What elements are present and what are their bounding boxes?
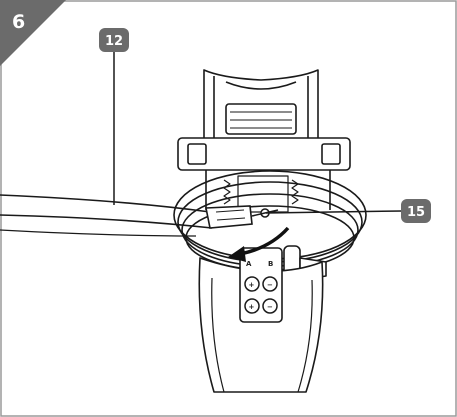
device	[173, 69, 367, 393]
callout-12: 12	[99, 28, 129, 205]
callout-15-badge	[401, 199, 431, 223]
rotation-arrow-shaft	[239, 226, 290, 256]
upper-tube-window	[225, 103, 297, 135]
upper-tube-ring	[225, 81, 297, 90]
rotation-arrow	[228, 226, 290, 262]
callout-15: 15	[265, 199, 431, 223]
step-badge-shape	[0, 0, 66, 66]
clamp-left-block	[187, 143, 207, 165]
strap	[0, 194, 253, 237]
strap-lower-band	[0, 229, 197, 237]
lower-handle-ribs	[211, 277, 313, 393]
rotation-arrow-head	[228, 246, 246, 262]
panel-minus-button-1[interactable]	[262, 276, 278, 292]
panel-plus-label-1: +	[249, 281, 255, 289]
panel-label-a: A	[246, 260, 252, 268]
panel-plus-button-1[interactable]	[244, 276, 260, 292]
left-spring	[223, 179, 231, 205]
clamp-posts	[205, 170, 331, 210]
callout-12-label: 12	[105, 34, 123, 49]
panel-minus-label-1: −	[267, 281, 273, 289]
panel-plus-button-2[interactable]	[244, 298, 260, 314]
motor-housing	[173, 170, 367, 260]
callout-15-label: 15	[407, 205, 425, 220]
clamp-frame	[177, 137, 351, 171]
panel-label-b: B	[268, 260, 273, 268]
panel-minus-button-2[interactable]	[262, 298, 278, 314]
step-number: 6	[12, 11, 25, 33]
clamp-right-block	[321, 143, 341, 165]
strap-buckle	[205, 205, 253, 229]
clip-bar	[251, 209, 279, 217]
panel-plus-label-2: +	[249, 303, 255, 311]
strap-edge-top	[0, 194, 211, 213]
control-panel: A B + − + −	[239, 247, 283, 323]
upper-tube-lines	[230, 111, 292, 129]
callout-12-badge	[99, 28, 129, 52]
right-spring	[291, 179, 299, 205]
upper-tube-ribs	[213, 76, 309, 140]
panel-minus-label-2: −	[267, 303, 273, 311]
strap-buckle-slots	[215, 209, 246, 221]
strap-edge-bottom	[0, 214, 213, 229]
callout-15-leader	[265, 210, 403, 214]
step-badge: 6	[0, 0, 66, 66]
